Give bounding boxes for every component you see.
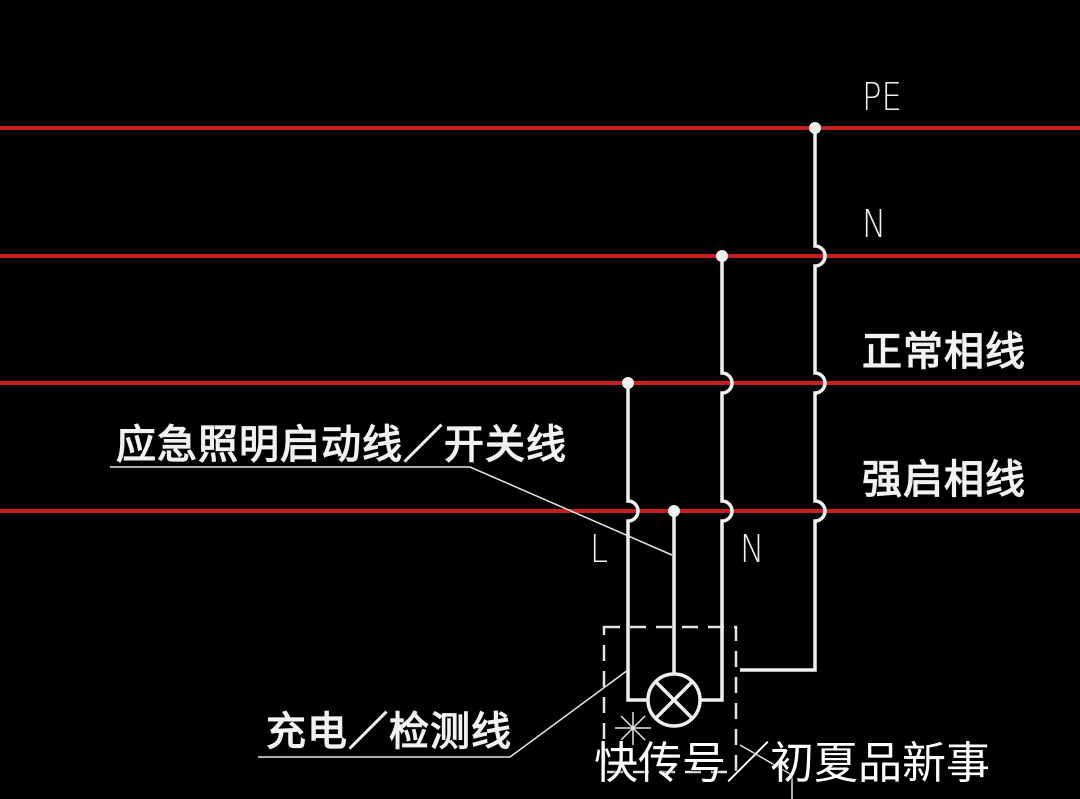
junction-dot [809,122,821,134]
bus-label-normal-phase: 正常相线 [862,329,1026,375]
switch-line-label: 应急照明启动线／开关线 [116,422,567,468]
lamp-cross [654,680,694,720]
n-wire [700,256,734,702]
bus-label-forced-phase: 强启相线 [862,457,1026,503]
terminal-label-n: N [740,527,765,571]
switch-line-leader [110,466,673,556]
charge-line-label: 充电／检测线 [266,709,512,755]
junction-dots [622,122,821,517]
junction-dot [716,250,728,262]
bus-label-n: N [862,202,887,246]
bus-lines [0,126,1080,513]
asterisk-icon [615,712,651,745]
junction-dot [668,505,680,517]
l-wire [626,383,648,702]
terminal-label-l: L [590,527,608,571]
fixture-dashed-box [602,625,738,774]
charge-line-leader [258,669,629,758]
watermark: 快传号／初夏品新事 [594,738,990,789]
junction-dot [622,377,634,389]
pe-wire [740,128,827,672]
lamp-icon [646,672,702,728]
bus-label-pe: PE [862,75,902,119]
watermark-leader [739,744,793,799]
